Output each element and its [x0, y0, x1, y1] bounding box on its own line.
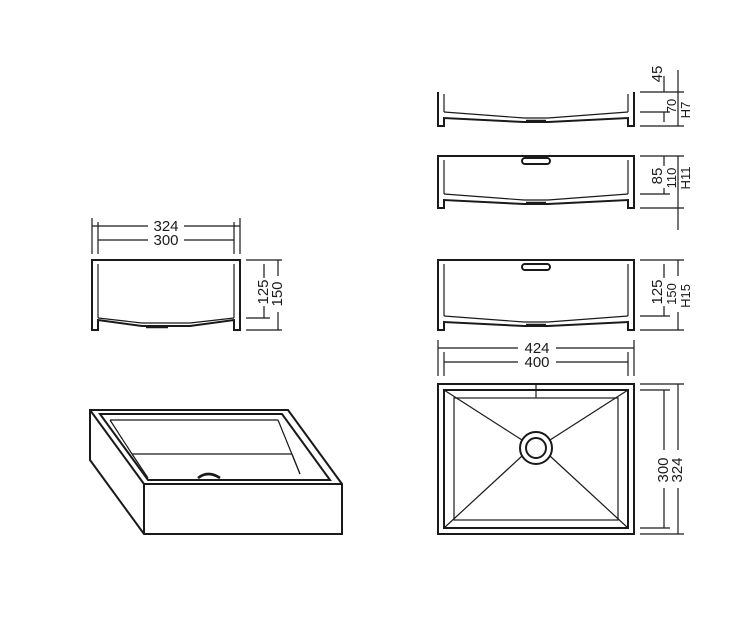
small-height-inner: 125: [255, 279, 272, 304]
plan-width-inner: 400: [524, 354, 549, 371]
small-height-outer: 150: [269, 281, 286, 306]
h11-dim-side: 110: [664, 168, 679, 189]
h7-dim-top: 45: [649, 66, 666, 83]
profile-h11: 85 110 H11: [437, 155, 693, 230]
plan-view: 424 400 300 324: [437, 340, 686, 535]
small-width-inner: 300: [153, 232, 178, 249]
profile-h15: 125 150 H15: [437, 259, 693, 331]
h15-tag: H15: [678, 284, 693, 308]
profile-h7: 45 70 H7: [437, 66, 693, 127]
small-width-outer: 324: [153, 218, 178, 235]
h15-dim-side: 150: [664, 283, 679, 305]
h7-dim-side: 70: [664, 99, 679, 113]
h15-dim-top: 125: [649, 279, 666, 304]
h11-dim-top: 85: [649, 168, 666, 185]
h11-tag: H11: [678, 167, 693, 190]
plan-depth-inner: 300: [655, 457, 672, 482]
plan-width-outer: 424: [524, 340, 549, 357]
plan-depth-outer: 324: [669, 457, 686, 482]
h7-tag: H7: [678, 102, 693, 119]
isometric-sink: [89, 409, 343, 535]
small-sink-elevation: 324 300 125 150: [91, 218, 286, 331]
